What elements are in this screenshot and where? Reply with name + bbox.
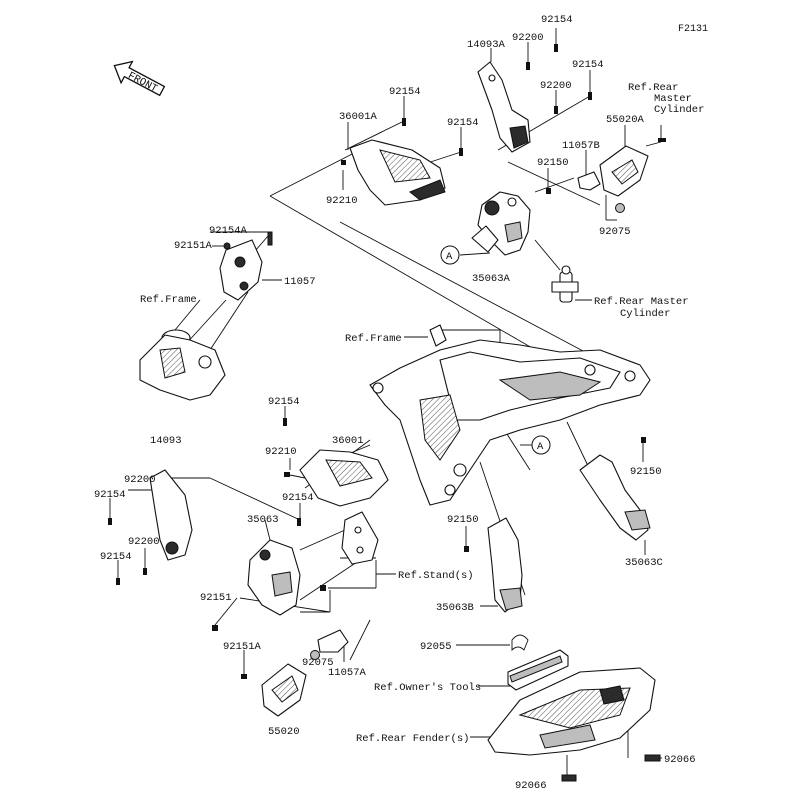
bracket-11057A-drawing: [317, 629, 349, 653]
bracket-11057-drawing: [219, 239, 263, 301]
label-55020: 55020: [268, 726, 300, 738]
label-36001A: 36001A: [339, 111, 378, 123]
heel-guard-55020-drawing: [261, 663, 307, 717]
label-92154: 92154: [100, 551, 132, 563]
heel-guard-55020A-drawing: [599, 145, 649, 197]
label-92154: 92154: [447, 117, 479, 129]
label-92150: 92150: [447, 514, 479, 526]
main-frame-drawing: [369, 324, 651, 506]
clip-92055-drawing: [511, 634, 529, 652]
label-11057A: 11057A: [328, 667, 367, 679]
label-92154: 92154: [268, 396, 300, 408]
label-92154: 92154: [389, 86, 421, 98]
label-92200: 92200: [540, 80, 572, 92]
footrest-36001A-drawing: [349, 139, 446, 206]
bracket-35063A-drawing: [471, 191, 531, 256]
label-35063B: 35063B: [436, 602, 474, 614]
label-14093A: 14093A: [467, 39, 506, 51]
ref-marker-a-top-label: A: [446, 251, 453, 263]
label-ref-stand: Ref.Stand(s): [398, 570, 474, 582]
label-92075: 92075: [599, 226, 631, 238]
ref-marker-a-mid: [531, 435, 551, 455]
label-92075: 92075: [302, 657, 334, 669]
bracket-14093-drawing: [149, 469, 193, 561]
label-92200: 92200: [512, 32, 544, 44]
label-92200: 92200: [128, 536, 160, 548]
label-92150: 92150: [537, 157, 569, 169]
footrest-36001-drawing: [299, 449, 389, 507]
label-92151A: 92151A: [223, 641, 262, 653]
bracket-35063C-drawing: [579, 454, 651, 541]
rear-master-cylinder-drawing: [551, 265, 579, 303]
label-92154: 92154: [282, 492, 314, 504]
label-92210: 92210: [265, 446, 297, 458]
label-35063C: 35063C: [625, 557, 663, 569]
label-11057: 11057: [284, 276, 316, 288]
grommet-92066-right: [644, 754, 661, 762]
label-ref-rear-master-cylinder: Ref.Rear Master: [594, 296, 689, 308]
nut-92151A-top: [223, 242, 231, 250]
label-92151: 92151: [200, 592, 232, 604]
label-92154: 92154: [572, 59, 604, 71]
label-ref-rear-fender: Ref.Rear Fender(s): [356, 733, 469, 745]
grommet-92066-bottom: [561, 774, 577, 782]
label-92150: 92150: [630, 466, 662, 478]
label-ref-frame: Ref.Frame: [140, 294, 197, 306]
label-92210: 92210: [326, 195, 358, 207]
bracket-11057B-drawing: [577, 171, 601, 191]
label-11057B: 11057B: [562, 140, 600, 152]
label-92066: 92066: [515, 780, 547, 792]
label-ref-rear-master-cylinder: Ref.Rear: [628, 82, 678, 94]
label-92151A: 92151A: [174, 240, 213, 252]
label-92154: 92154: [541, 14, 573, 26]
part-labels: 92154 14093A 92200 92154 92200 92154 360…: [94, 14, 704, 792]
bracket-35063-drawing: [247, 539, 301, 616]
frame-head-drawing: [139, 329, 226, 401]
label-92066: 92066: [664, 754, 696, 766]
label-92055: 92055: [420, 641, 452, 653]
figure-id: F2131: [678, 24, 708, 35]
label-55020A: 55020A: [606, 114, 645, 126]
owners-tools-drawing: [507, 649, 569, 691]
label-ref-rear-master-cylinder: Cylinder: [620, 308, 670, 320]
label-ref-rear-master-cylinder: Master: [654, 93, 692, 105]
ref-marker-a-top: [440, 245, 460, 265]
front-arrow-label: FRONT: [126, 70, 159, 95]
label-92200: 92200: [124, 474, 156, 486]
spacer-92075-bottom: [310, 650, 320, 660]
label-36001: 36001: [332, 435, 364, 447]
bracket-14093A-drawing: [477, 61, 531, 153]
label-ref-rear-master-cylinder: Cylinder: [654, 104, 704, 116]
label-ref-frame: Ref.Frame: [345, 333, 402, 345]
label-35063: 35063: [247, 514, 279, 526]
spacer-92075-top: [615, 203, 625, 213]
label-35063A: 35063A: [472, 273, 511, 285]
rear-fender-drawing: [487, 667, 656, 756]
label-ref-owners-tools: Ref.Owner's Tools: [374, 682, 481, 694]
stand-bracket-drawing: [341, 511, 379, 565]
label-14093: 14093: [150, 435, 182, 447]
ref-marker-a-mid-label: A: [537, 441, 544, 453]
fastener-dots: [108, 44, 666, 679]
label-92154: 92154: [94, 489, 126, 501]
label-92154A: 92154A: [209, 225, 248, 237]
bracket-35063B-drawing: [487, 517, 523, 613]
front-arrow-icon: FRONT: [113, 60, 166, 97]
bolt-92154A: [267, 231, 273, 246]
